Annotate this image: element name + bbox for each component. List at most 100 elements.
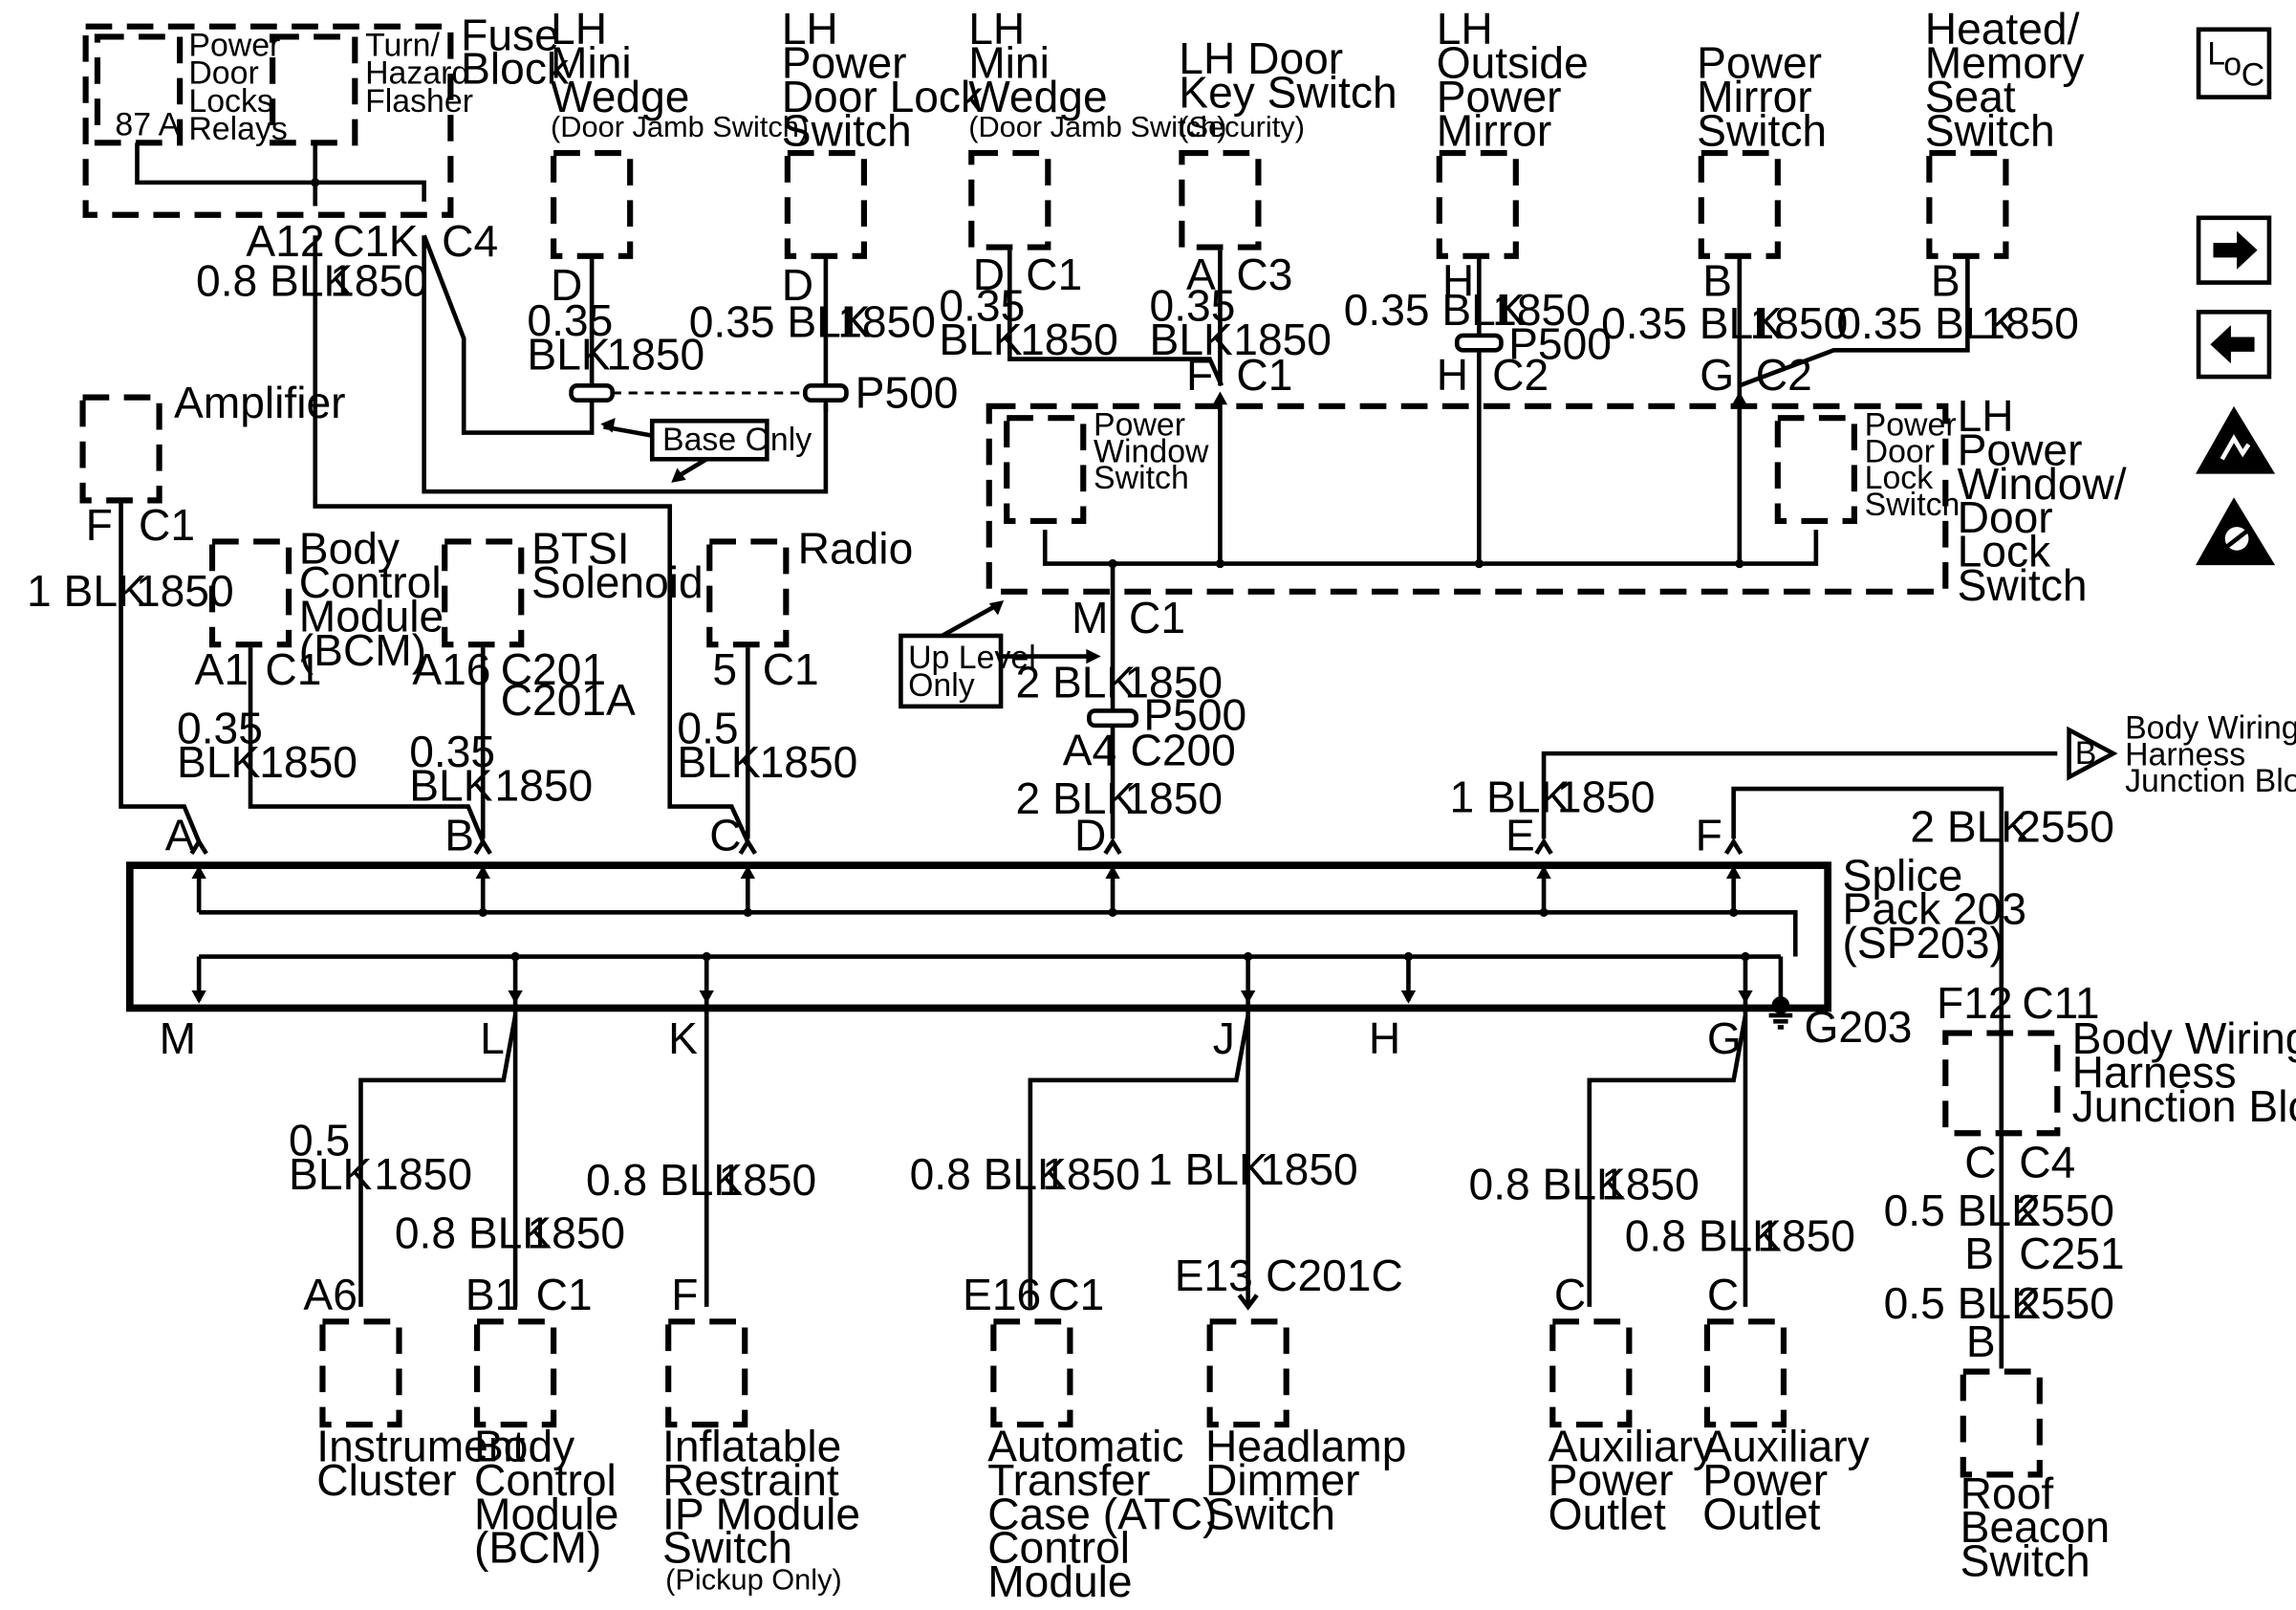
svg-text:Locks: Locks <box>188 83 272 120</box>
arrow-right-icon[interactable] <box>2196 215 2272 285</box>
svg-text:Junction Block: Junction Block <box>2072 1081 2296 1131</box>
svg-text:2550: 2550 <box>2016 1278 2114 1328</box>
svg-text:LH: LH <box>551 4 607 54</box>
svg-text:Power: Power <box>1697 38 1822 88</box>
svg-text:1850: 1850 <box>1020 315 1118 364</box>
svg-text:C251: C251 <box>2019 1229 2124 1278</box>
svg-text:Power: Power <box>1549 1455 1674 1505</box>
svg-text:C2: C2 <box>1492 350 1549 400</box>
svg-text:F12: F12 <box>1937 978 2013 1028</box>
svg-text:1850: 1850 <box>1492 285 1591 335</box>
svg-text:2550: 2550 <box>2016 801 2114 851</box>
svg-text:E16: E16 <box>963 1270 1041 1319</box>
svg-text:1850: 1850 <box>136 566 234 616</box>
btsi-solenoid: BTSI Solenoid A16 C201 C201A 0.35 BLK 18… <box>409 524 704 839</box>
svg-text:C3: C3 <box>1236 250 1292 299</box>
svg-text:B: B <box>1966 1316 1996 1366</box>
arrow-left-icon[interactable] <box>2196 310 2272 380</box>
svg-text:(SP203): (SP203) <box>1843 918 2004 968</box>
svg-text:Transfer: Transfer <box>987 1455 1150 1505</box>
aux-outlet-2: 0.8 BLK 1850 C Auxiliary Power Outlet <box>1625 1015 1870 1538</box>
bcm-top: Body Control Module (BCM) A1 C1 0.35 BLK… <box>177 524 486 843</box>
svg-text:LH: LH <box>968 4 1025 54</box>
svg-text:5: 5 <box>712 644 737 694</box>
svg-text:Power: Power <box>1094 407 1185 444</box>
svg-text:C201C: C201C <box>1266 1251 1403 1300</box>
svg-text:(Pickup Only): (Pickup Only) <box>665 1562 842 1596</box>
svg-text:Switch: Switch <box>1960 1536 2090 1586</box>
up-level-only-note: Up Level Only <box>899 600 1101 709</box>
svg-text:BLK: BLK <box>677 737 760 787</box>
svg-text:Seat: Seat <box>1925 72 2016 121</box>
svg-text:Pack 203: Pack 203 <box>1843 884 2026 934</box>
svg-text:P500: P500 <box>1508 319 1612 369</box>
svg-text:1850: 1850 <box>1042 1149 1140 1199</box>
svg-text:Body: Body <box>299 524 400 574</box>
svg-text:B: B <box>1931 255 1960 305</box>
svg-text:C11: C11 <box>2022 978 2099 1028</box>
svg-text:0.8 BLK: 0.8 BLK <box>196 255 353 305</box>
svg-text:0.8 BLK: 0.8 BLK <box>586 1155 743 1205</box>
radio: Radio 5 C1 0.5 BLK 1850 <box>677 524 913 839</box>
svg-text:LH: LH <box>782 4 838 54</box>
svg-text:J: J <box>1213 1013 1235 1063</box>
headlamp-dimmer-switch: 1 BLK 1850 E13 C201C Headlamp Dimmer Swi… <box>1148 1015 1406 1538</box>
base-only-note: Base Only <box>600 418 812 483</box>
svg-text:F: F <box>1186 350 1213 400</box>
svg-text:P500: P500 <box>1143 689 1246 739</box>
svg-text:1850: 1850 <box>1260 1144 1358 1194</box>
svg-text:BTSI: BTSI <box>531 524 630 574</box>
lh-power-door-lock-switch: LH Power Door Lock Switch D 0.35 BLK 185… <box>689 4 984 386</box>
svg-text:1 BLK: 1 BLK <box>1450 772 1570 822</box>
svg-text:C1: C1 <box>333 216 389 266</box>
svg-text:B: B <box>1702 255 1732 305</box>
svg-text:M: M <box>1072 593 1108 642</box>
svg-text:C: C <box>709 811 741 860</box>
svg-text:A1: A1 <box>195 644 249 694</box>
lh-mini-wedge-1: LH Mini Wedge (Door Jamb Switch) D 0.35 … <box>527 4 809 386</box>
svg-text:1850: 1850 <box>495 760 594 810</box>
svg-text:Power: Power <box>1702 1455 1828 1505</box>
svg-text:1850: 1850 <box>607 329 705 379</box>
svg-text:B: B <box>444 811 474 860</box>
svg-text:Power: Power <box>1437 72 1562 121</box>
svg-text:Harness: Harness <box>2072 1048 2237 1098</box>
svg-text:G: G <box>1707 1013 1742 1063</box>
svg-text:Power: Power <box>1865 407 1957 444</box>
svg-text:C1: C1 <box>1129 593 1185 642</box>
svg-text:C: C <box>1964 1137 1996 1186</box>
svg-text:Module: Module <box>987 1556 1132 1606</box>
svg-text:Control: Control <box>987 1523 1130 1573</box>
svg-text:(Door Jamb Switch): (Door Jamb Switch) <box>551 110 809 143</box>
svg-text:Amplifier: Amplifier <box>174 378 346 427</box>
svg-text:0.35 BLK: 0.35 BLK <box>1601 298 1783 348</box>
svg-text:C201A: C201A <box>501 675 636 725</box>
svg-text:Only: Only <box>908 667 975 704</box>
aux-outlet-1: 0.8 BLK 1850 C Auxiliary Power Outlet <box>1469 1014 1748 1538</box>
svg-text:Memory: Memory <box>1925 38 2085 88</box>
svg-text:H: H <box>1369 1013 1400 1063</box>
svg-text:D: D <box>782 260 813 310</box>
svg-text:BLK: BLK <box>289 1149 372 1199</box>
svg-text:H: H <box>1437 350 1468 400</box>
svg-text:Switch: Switch <box>662 1523 792 1573</box>
lh-power-window-door-lock-switch: Power Window Switch Power Door Lock Swit… <box>986 391 2127 839</box>
svg-text:F: F <box>86 500 113 550</box>
svg-text:Door: Door <box>1865 433 1935 469</box>
svg-text:C4: C4 <box>2019 1137 2075 1186</box>
svg-text:1850: 1850 <box>1750 298 1849 348</box>
svg-text:G: G <box>1700 350 1734 400</box>
svg-text:D: D <box>551 260 582 310</box>
svg-text:A6: A6 <box>303 1270 357 1319</box>
heated-memory-seat-switch: Heated/ Memory Seat Switch B 0.35 BLK 18… <box>1738 4 2085 388</box>
svg-text:C201: C201 <box>501 644 606 694</box>
body-wiring-junction-block: F12 C11 Body Wiring Harness Junction Blo… <box>1884 978 2296 1369</box>
svg-text:P500: P500 <box>856 367 959 417</box>
svg-text:F: F <box>1696 811 1722 860</box>
svg-text:Power: Power <box>1958 424 2083 474</box>
svg-text:0.35: 0.35 <box>939 281 1025 331</box>
svg-text:BLK: BLK <box>177 737 260 787</box>
svg-text:1850: 1850 <box>527 1208 625 1257</box>
loc-icon[interactable]: L o C <box>2196 27 2272 99</box>
svg-text:(BCM): (BCM) <box>299 625 426 675</box>
